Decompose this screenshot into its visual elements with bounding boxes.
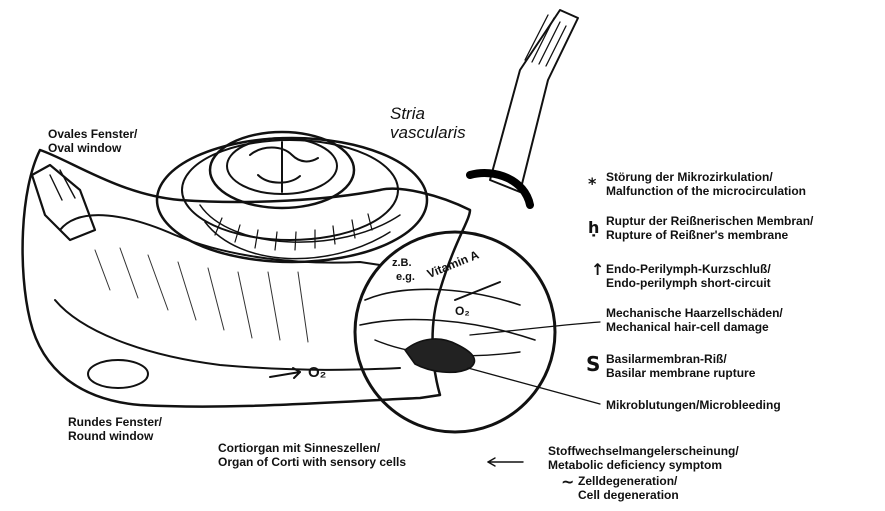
legend-item-cell-degeneration: Zelldegeneration/ Cell degeneration <box>578 474 679 502</box>
legend-item-microcirculation: Störung der Mikrozirkulation/ Malfunctio… <box>606 170 806 198</box>
o2-lens-label: O₂ <box>455 304 470 318</box>
scala-band <box>55 215 400 370</box>
asterisk-icon: * <box>588 174 596 193</box>
eg-label: e.g. <box>396 270 415 284</box>
round-window <box>88 360 148 388</box>
leader-hair-cell <box>470 322 600 335</box>
o2-duct-label: O₂ <box>308 366 326 380</box>
legend-item-metabolic: Stoffwechselmangelerscheinung/ Metabolic… <box>548 444 739 472</box>
stria-vascularis-label: Stria vascularis <box>390 104 466 142</box>
legend-item-basilar: Basilarmembran-Riß/ Basilar membrane rup… <box>606 352 755 380</box>
legend-item-hair-cell: Mechanische Haarzellschäden/ Mechanical … <box>606 306 783 334</box>
oval-window-label: Ovales Fenster/ Oval window <box>48 127 137 155</box>
legend-item-short-circuit: Endo-Perilymph-Kurzschluß/ Endo-perilymp… <box>606 262 771 290</box>
legend-item-reissner: Ruptur der Reißnerischen Membran/ Ruptur… <box>606 214 813 242</box>
organ-of-corti-label: Cortiorgan mit Sinneszellen/ Organ of Co… <box>218 441 406 469</box>
reissner-rupture-icon: ḥ <box>588 218 599 237</box>
leader-microbleeding <box>468 368 600 404</box>
short-circuit-icon: ↑ <box>591 260 604 279</box>
magnifier-handle <box>490 10 578 192</box>
round-window-label: Rundes Fenster/ Round window <box>68 415 162 443</box>
basilar-rupture-icon: S <box>586 352 600 376</box>
cell-degeneration-icon: ~ <box>561 472 574 491</box>
zb-label: z.B. <box>392 256 412 270</box>
legend-item-microbleeding: Mikroblutungen/Microbleeding <box>606 398 781 412</box>
